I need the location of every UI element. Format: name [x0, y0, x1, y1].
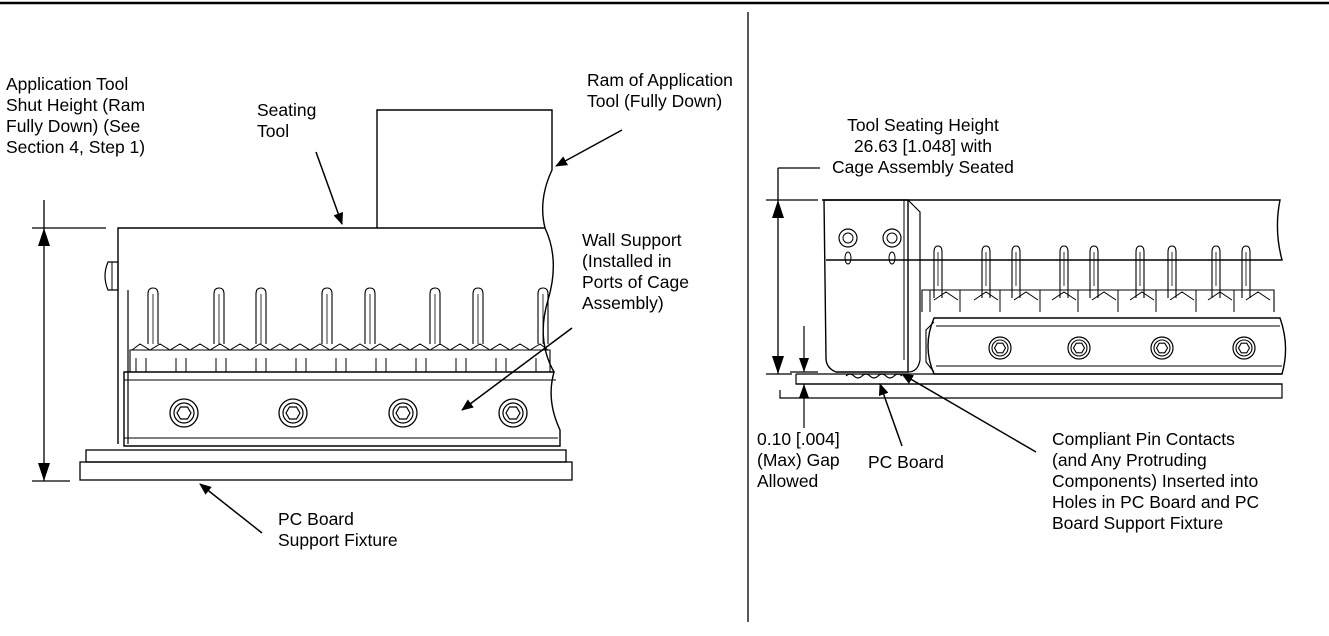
shut-height-label: Application Tool Shut Height (Ram Fully … [6, 74, 146, 157]
seating-tool-leader [315, 151, 343, 225]
support-fixture-leader [199, 483, 263, 534]
wall-support [123, 371, 561, 447]
right-view-drawing [779, 199, 1287, 399]
compliant-pins-leader [901, 373, 1037, 453]
right-support-fixture [779, 383, 1283, 399]
gap-dimension [790, 326, 818, 428]
support-fixture [79, 461, 573, 481]
pc-board-label: PC Board [868, 452, 944, 472]
wall-support-label: Wall Support (Installed in Ports of Cage… [582, 230, 689, 313]
seating-tool-body [117, 227, 555, 444]
gap-label: 0.10 [.004] (Max) Gap Allowed [757, 429, 840, 491]
left-view-drawing [79, 109, 573, 481]
seating-height-label: Tool Seating Height 26.63 [1.048] with C… [832, 115, 1014, 177]
seating-tool-label: Seating Tool [257, 100, 317, 141]
compliant-pins-label: Compliant Pin Contacts (and Any Protrudi… [1052, 429, 1260, 533]
cage-assembly [823, 199, 909, 373]
right-tool-plate [822, 199, 1283, 261]
seating-height-dimension [766, 167, 820, 375]
pc-board [85, 449, 567, 463]
ram-block [376, 109, 553, 229]
wall-support-leader [461, 327, 573, 411]
ram-label: Ram of Application Tool (Fully Down) [587, 70, 733, 111]
shut-height-dimension [32, 200, 106, 482]
support-fixture-label: PC Board Support Fixture [278, 509, 398, 550]
pc-board-leader [878, 383, 903, 447]
ram-leader [555, 129, 623, 167]
